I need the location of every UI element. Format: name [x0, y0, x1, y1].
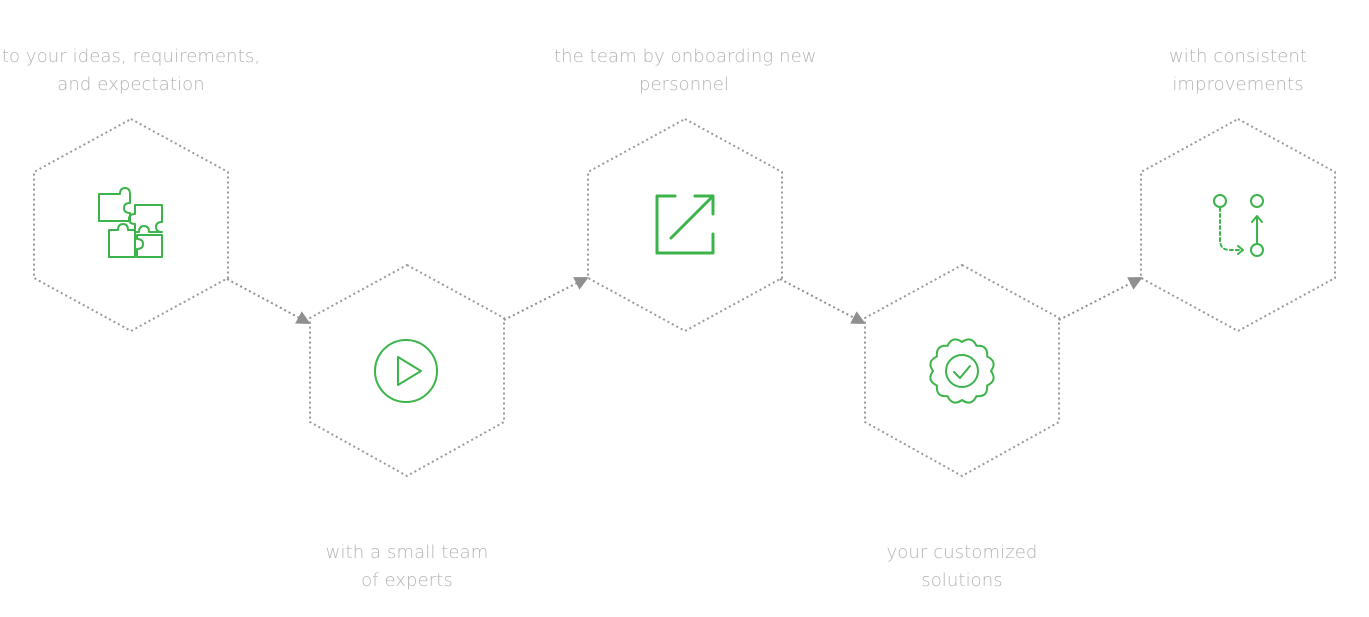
step-3-caption: the team by onboarding new personnel	[554, 46, 817, 95]
play-icon	[374, 339, 438, 403]
connector-2-3	[503, 277, 589, 321]
step-2-caption: with a small team of experts	[325, 542, 489, 591]
connector-3-4	[779, 278, 866, 324]
branch-merge-icon	[1213, 194, 1264, 257]
badge-check-icon	[929, 338, 995, 404]
puzzle-icon	[98, 187, 163, 258]
expand-arrow-icon	[655, 194, 715, 255]
connector-1-2	[226, 278, 311, 324]
step-4-hexagon	[864, 263, 1060, 478]
step-4-caption: your customized solutions	[886, 542, 1038, 591]
step-1-hexagon	[33, 117, 229, 333]
step-5-hexagon	[1140, 117, 1336, 333]
step-3-hexagon	[587, 117, 783, 333]
step-1-caption: to your ideas, requirements, and expecta…	[1, 46, 261, 95]
step-2-hexagon	[309, 263, 505, 478]
step-5-caption: with consistent improvements	[1168, 46, 1308, 95]
connector-4-5	[1058, 277, 1143, 321]
